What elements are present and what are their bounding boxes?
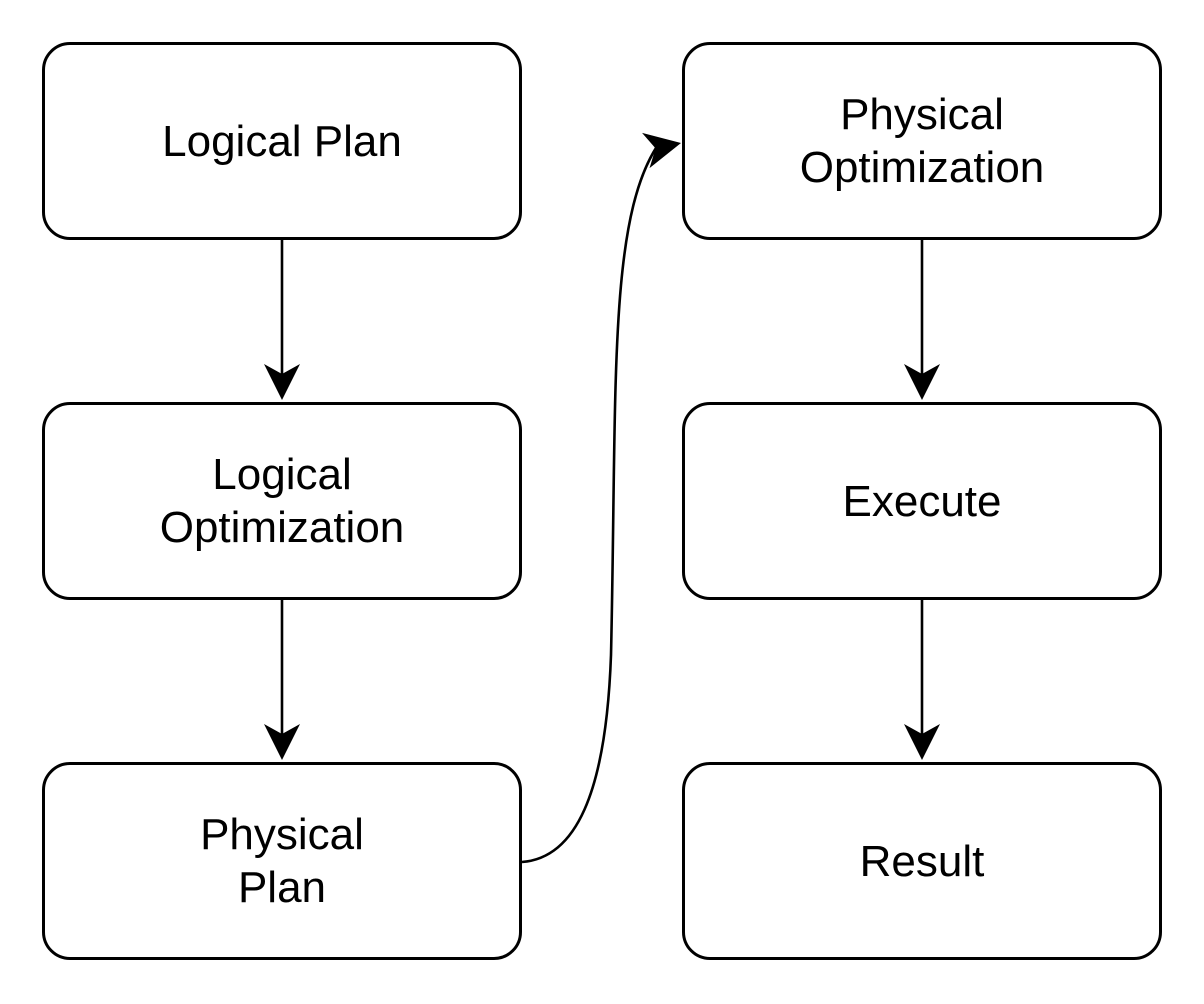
- node-execute-label: Execute: [842, 476, 1002, 526]
- node-result-label: Result: [859, 836, 985, 886]
- node-logical-optimization-label: Logical: [212, 450, 352, 499]
- node-logical-plan-label: Logical Plan: [162, 116, 402, 166]
- node-result: Result: [682, 762, 1162, 960]
- node-logical-optimization-label: Optimization: [159, 503, 405, 552]
- node-physical-optimization-label: Physical: [840, 90, 1004, 139]
- edge-execute-to-result-arrowhead-icon: [904, 724, 940, 760]
- node-execute: Execute: [682, 402, 1162, 600]
- edge-physical-plan-to-physical-optimization-arrowhead-icon: [642, 132, 681, 169]
- node-logical-plan: Logical Plan: [42, 42, 522, 240]
- node-physical-plan-label: Physical: [200, 810, 364, 859]
- node-physical-optimization-label: Optimization: [799, 143, 1045, 192]
- edge-physical-optimization-to-execute-arrowhead-icon: [904, 364, 940, 400]
- edge-logical-optimization-to-physical-plan-arrowhead-icon: [264, 724, 300, 760]
- edge-logical-plan-to-logical-optimization-arrowhead-icon: [264, 364, 300, 400]
- edge-physical-plan-to-physical-optimization: [521, 147, 658, 864]
- node-physical-plan-label: Plan: [237, 863, 327, 912]
